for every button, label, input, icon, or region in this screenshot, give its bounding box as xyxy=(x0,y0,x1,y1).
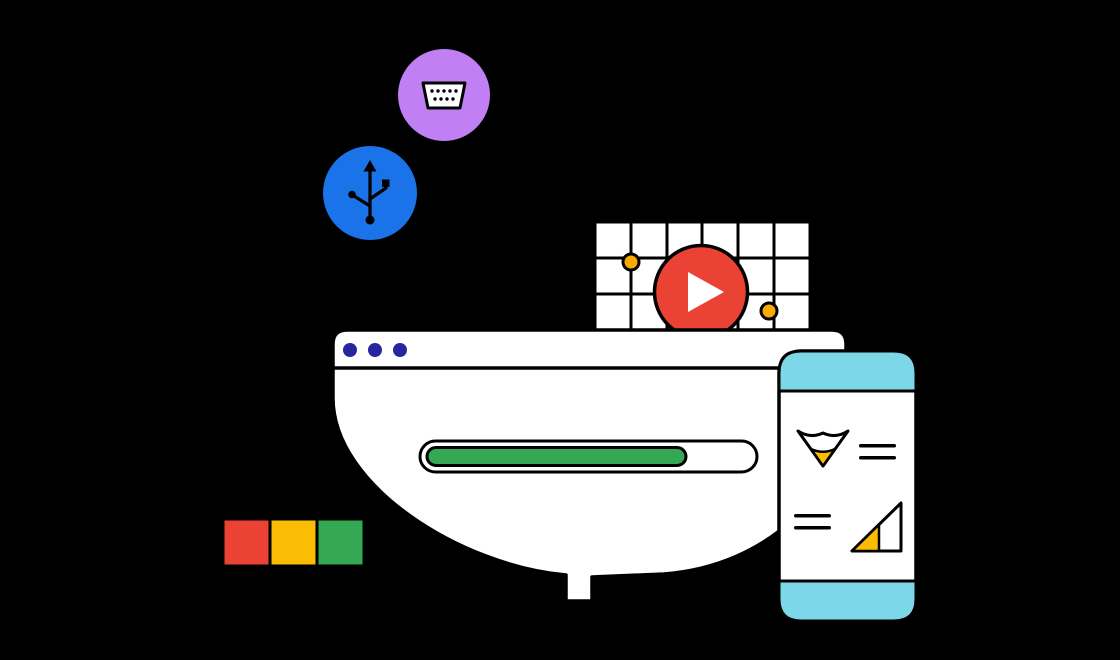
wifi-row xyxy=(796,429,896,468)
grid-node-dot xyxy=(621,252,641,272)
phone-bottom-band xyxy=(777,579,918,623)
signal-row xyxy=(794,501,903,553)
signal-strength-accent xyxy=(850,523,881,553)
browser-titlebar-dots xyxy=(343,343,407,357)
titlebar-dot xyxy=(368,343,382,357)
serial-port-icon xyxy=(421,81,467,110)
text-line xyxy=(794,526,831,530)
play-icon xyxy=(688,272,724,312)
wifi-text-lines xyxy=(859,444,896,460)
text-line xyxy=(859,444,896,448)
color-squares xyxy=(221,517,366,568)
usb-icon xyxy=(348,160,390,225)
serial-connector-shell xyxy=(421,81,467,110)
titlebar-dot xyxy=(343,343,357,357)
grid-node-dot xyxy=(759,301,779,321)
phone-top-band xyxy=(777,349,918,393)
wifi-icon xyxy=(796,429,850,468)
usb-badge xyxy=(323,146,417,240)
text-line xyxy=(859,456,896,460)
play-button xyxy=(652,243,750,341)
phone xyxy=(777,349,918,623)
green-square xyxy=(315,517,366,568)
progress-fill xyxy=(425,446,688,467)
browser-window xyxy=(331,328,848,603)
signal-text-lines xyxy=(794,514,831,530)
progress-bar xyxy=(418,439,759,474)
text-line xyxy=(794,514,831,518)
serial-connector-pins xyxy=(430,89,458,101)
serial-port-badge xyxy=(398,49,490,141)
yellow-square xyxy=(268,517,319,568)
red-square xyxy=(221,517,272,568)
video-grid xyxy=(593,220,812,341)
titlebar-dot xyxy=(393,343,407,357)
wifi-icon-accent xyxy=(809,447,837,468)
